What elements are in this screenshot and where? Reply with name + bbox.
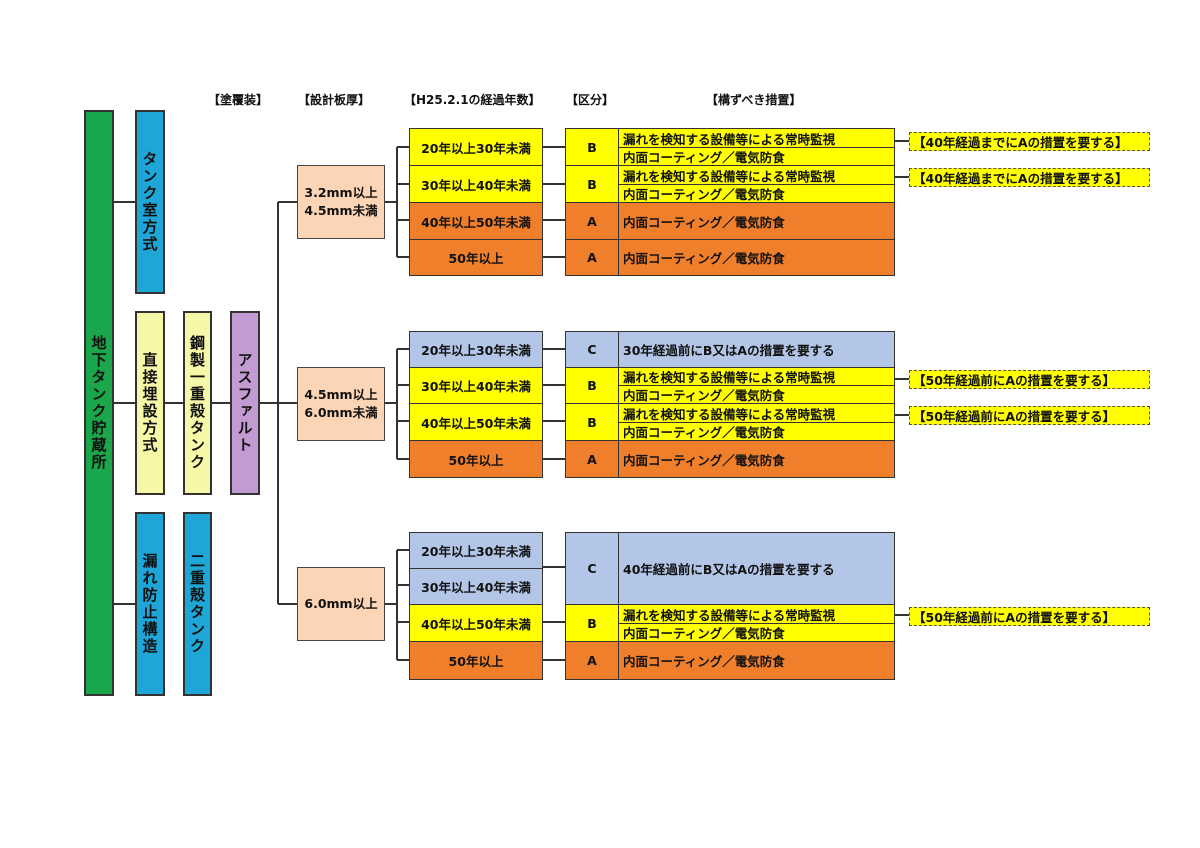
years-cell: 50年以上 [409,440,543,478]
thickness-group-3: 6.0mm以上 [297,567,385,641]
years-cell: 40年以上50年未満 [409,202,543,240]
thickness-line: 4.5mm以上 [304,387,378,402]
measure-cell: 漏れを検知する設備等による常時監視 [618,403,895,423]
note-box: 【50年経過前にAの措置を要する】 [909,607,1150,626]
category-cell: A [565,202,619,240]
measure-cell: 内面コーティング／電気防食 [618,184,895,203]
years-cell: 20年以上30年未満 [409,331,543,368]
category-cell: A [565,239,619,276]
thickness-line: 4.5mm未満 [304,203,378,218]
category-cell: B [565,165,619,203]
category-cell: B [565,128,619,166]
years-cell: 30年以上40年未満 [409,367,543,404]
years-cell: 50年以上 [409,239,543,276]
measure-cell: 内面コーティング／電気防食 [618,202,895,240]
measure-cell: 漏れを検知する設備等による常時監視 [618,604,895,624]
measure-cell: 漏れを検知する設備等による常時監視 [618,165,895,185]
years-cell: 30年以上40年未満 [409,568,543,605]
measure-cell: 40年経過前にB又はAの措置を要する [618,532,895,605]
thickness-group-1: 3.2mm以上 4.5mm未満 [297,165,385,239]
measure-cell: 内面コーティング／電気防食 [618,623,895,642]
coating-asphalt: アスファルト [230,311,260,495]
measure-cell: 内面コーティング／電気防食 [618,147,895,166]
category-cell: C [565,331,619,368]
note-box: 【40年経過までにAの措置を要する】 [909,168,1150,187]
thickness-line: 3.2mm以上 [304,185,378,200]
years-cell: 20年以上30年未満 [409,128,543,166]
thickness-group-2: 4.5mm以上 6.0mm未満 [297,367,385,441]
thickness-line: 6.0mm未満 [304,405,378,420]
years-cell: 40年以上50年未満 [409,604,543,642]
measure-cell: 内面コーティング／電気防食 [618,422,895,441]
category-cell: B [565,367,619,404]
header-category: 【区分】 [566,93,615,107]
category-cell: A [565,440,619,478]
category-cell: B [565,604,619,642]
measure-cell: 30年経過前にB又はAの措置を要する [618,331,895,368]
category-cell: C [565,532,619,605]
header-years: 【H25.2.1の経過年数】 [404,93,541,107]
measure-cell: 内面コーティング／電気防食 [618,440,895,478]
method-direct-burial: 直接埋設方式 [135,311,165,495]
note-box: 【40年経過までにAの措置を要する】 [909,132,1150,151]
tank-single-shell: 鋼製一重殻タンク [183,311,212,495]
years-cell: 50年以上 [409,641,543,680]
header-measures: 【構ずべき措置】 [706,93,802,107]
note-box: 【50年経過前にAの措置を要する】 [909,406,1150,425]
method-tank-room: タンク室方式 [135,110,165,294]
years-cell: 40年以上50年未満 [409,403,543,441]
measure-cell: 漏れを検知する設備等による常時監視 [618,128,895,148]
years-cell: 30年以上40年未満 [409,165,543,203]
category-cell: B [565,403,619,441]
thickness-line: 6.0mm以上 [304,596,378,611]
measure-cell: 漏れを検知する設備等による常時監視 [618,367,895,386]
measure-cell: 内面コーティング／電気防食 [618,385,895,404]
header-thickness: 【設計板厚】 [298,93,371,107]
facility-box: 地下タンク貯蔵所 [84,110,114,696]
header-coating: 【塗覆装】 [208,93,269,107]
tank-double-shell: 二重殻タンク [183,512,212,696]
measure-cell: 内面コーティング／電気防食 [618,641,895,680]
measure-cell: 内面コーティング／電気防食 [618,239,895,276]
note-box: 【50年経過前にAの措置を要する】 [909,370,1150,389]
years-cell: 20年以上30年未満 [409,532,543,569]
method-leak-prevention: 漏れ防止構造 [135,512,165,696]
category-cell: A [565,641,619,680]
